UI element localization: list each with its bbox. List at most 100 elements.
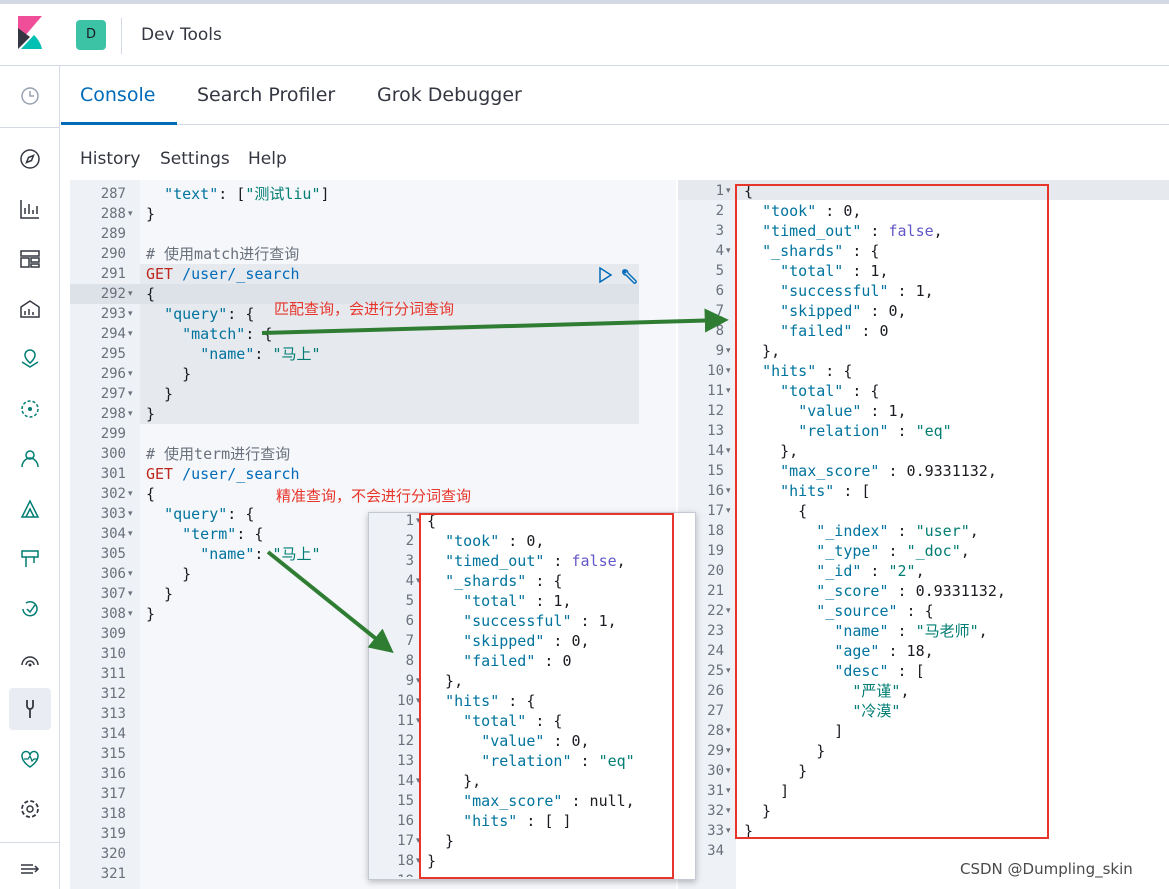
fold-toggle-icon[interactable]: ▾ <box>128 409 133 419</box>
code-token: "relation" <box>798 422 889 440</box>
line-number: 1 <box>715 183 724 199</box>
fold-toggle-icon[interactable]: ▾ <box>416 696 421 706</box>
fold-toggle-icon[interactable]: ▾ <box>128 369 133 379</box>
fold-toggle-icon[interactable]: ▾ <box>726 246 731 256</box>
code-token: } <box>744 822 754 840</box>
fold-toggle-icon[interactable]: ▾ <box>726 606 731 616</box>
code-token: "马老师" <box>915 622 979 640</box>
fold-toggle-icon[interactable]: ▾ <box>726 366 731 376</box>
code-line: "_type" : "_doc", <box>744 541 970 561</box>
dev-tools-icon[interactable] <box>18 697 42 721</box>
fold-toggle-icon[interactable]: ▾ <box>726 486 731 496</box>
fold-toggle-icon[interactable]: ▾ <box>726 506 731 516</box>
code-token: "_source" <box>816 602 898 620</box>
dashboard-icon[interactable] <box>18 247 42 271</box>
code-line: "query": { <box>146 504 254 524</box>
menu-settings[interactable]: Settings <box>160 149 230 169</box>
tab-grok-debugger[interactable]: Grok Debugger <box>377 84 522 106</box>
fold-toggle-icon[interactable]: ▾ <box>726 766 731 776</box>
fold-toggle-icon[interactable]: ▾ <box>128 589 133 599</box>
fold-toggle-icon[interactable]: ▾ <box>416 836 421 846</box>
fold-toggle-icon[interactable]: ▾ <box>128 329 133 339</box>
fold-toggle-icon[interactable]: ▾ <box>416 516 421 526</box>
fold-toggle-icon[interactable]: ▾ <box>726 446 731 456</box>
line-number: 32 <box>707 803 724 819</box>
fold-toggle-icon[interactable]: ▾ <box>726 746 731 756</box>
fold-toggle-icon[interactable]: ▾ <box>128 509 133 519</box>
fold-toggle-icon[interactable]: ▾ <box>416 856 421 866</box>
fold-toggle-icon[interactable]: ▾ <box>726 826 731 836</box>
code-token: "successful" <box>780 282 889 300</box>
fold-toggle-icon[interactable]: ▾ <box>416 776 421 786</box>
header-divider <box>121 18 122 54</box>
popup-gutter <box>369 513 421 879</box>
menu-help[interactable]: Help <box>248 149 287 169</box>
code-token: : <box>254 545 273 563</box>
fold-toggle-icon[interactable]: ▾ <box>726 786 731 796</box>
line-number: 19 <box>369 871 414 877</box>
wrench-icon[interactable] <box>620 266 640 286</box>
code-line: { <box>146 284 155 304</box>
code-line: "严谨", <box>744 681 909 701</box>
code-line: } <box>146 564 191 584</box>
code-token: : 18, <box>879 642 934 660</box>
maps-icon[interactable] <box>18 347 42 371</box>
code-line: "_source" : { <box>744 601 933 621</box>
fold-toggle-icon[interactable]: ▾ <box>128 389 133 399</box>
uptime-icon[interactable] <box>18 547 42 571</box>
fold-toggle-icon[interactable]: ▾ <box>726 806 731 816</box>
clock-icon[interactable] <box>18 84 42 108</box>
fleet-icon[interactable] <box>18 647 42 671</box>
line-number: 7 <box>405 633 414 649</box>
visualize-icon[interactable] <box>18 197 42 221</box>
canvas-icon[interactable] <box>18 297 42 321</box>
line-number: 6 <box>405 613 414 629</box>
fold-toggle-icon[interactable]: ▾ <box>128 209 133 219</box>
tab-console[interactable]: Console <box>80 84 156 106</box>
settings-icon[interactable] <box>18 797 42 821</box>
ml-icon[interactable] <box>18 397 42 421</box>
fold-toggle-icon[interactable]: ▾ <box>128 489 133 499</box>
code-token: /user/_search <box>173 465 300 483</box>
fold-toggle-icon[interactable]: ▾ <box>416 716 421 726</box>
menu-history[interactable]: History <box>80 149 141 169</box>
monitoring-icon[interactable] <box>18 747 42 771</box>
code-token: : [ <box>888 662 925 680</box>
fold-toggle-icon[interactable]: ▾ <box>726 726 731 736</box>
code-token: }, <box>744 342 781 360</box>
code-line: # 使用term进行查询 <box>146 444 290 464</box>
apm-icon[interactable] <box>18 597 42 621</box>
fold-toggle-icon[interactable]: ▾ <box>128 529 133 539</box>
fold-toggle-icon[interactable]: ▾ <box>416 676 421 686</box>
compass-icon[interactable] <box>18 147 42 171</box>
fold-toggle-icon[interactable]: ▾ <box>726 346 731 356</box>
play-icon[interactable] <box>596 266 614 284</box>
fold-toggle-icon[interactable]: ▾ <box>726 186 731 196</box>
space-avatar[interactable]: D <box>76 20 106 50</box>
line-number: 29 <box>707 743 724 759</box>
tab-search-profiler[interactable]: Search Profiler <box>197 84 336 106</box>
kibana-logo-icon[interactable] <box>18 16 42 49</box>
fold-toggle-icon[interactable]: ▾ <box>416 576 421 586</box>
code-token: : 1, <box>861 402 907 420</box>
siem-icon[interactable] <box>18 497 42 521</box>
code-token: } <box>146 565 192 583</box>
fold-toggle-icon[interactable]: ▾ <box>128 609 133 619</box>
fold-toggle-icon[interactable]: ▾ <box>128 309 133 319</box>
line-number: 9 <box>405 673 414 689</box>
code-token: "eq" <box>598 752 635 770</box>
line-number: 318 <box>100 806 126 822</box>
fold-toggle-icon[interactable]: ▾ <box>726 666 731 676</box>
fold-toggle-icon[interactable]: ▾ <box>726 386 731 396</box>
fold-toggle-icon[interactable]: ▾ <box>128 569 133 579</box>
code-token: : <box>544 552 572 570</box>
fold-toggle-icon[interactable]: ▾ <box>128 289 133 299</box>
collapse-icon[interactable] <box>18 857 42 881</box>
code-token: "2" <box>888 562 916 580</box>
metrics-icon[interactable] <box>18 447 42 471</box>
code-line: ] <box>744 721 843 741</box>
line-number: 28 <box>707 723 724 739</box>
line-number: 20 <box>707 563 724 579</box>
line-number: 315 <box>100 746 126 762</box>
